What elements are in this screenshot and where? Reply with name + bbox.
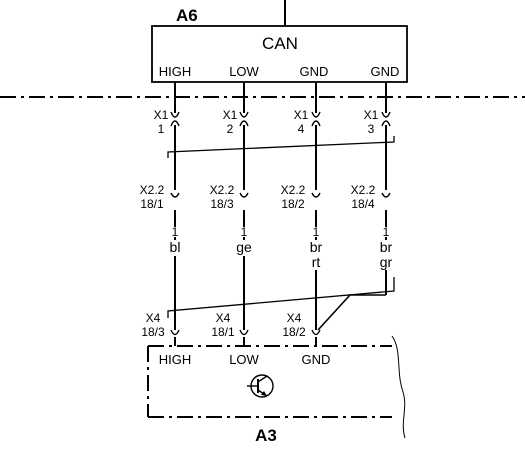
x1-number-3: 4	[298, 122, 305, 136]
x1-name-4: X1	[364, 108, 379, 122]
x22-number-3: 18/2	[281, 197, 305, 211]
x22-end-1: 1	[172, 225, 179, 239]
x22-name-2: X2.2	[210, 183, 235, 197]
x1-terminal-1	[170, 111, 180, 127]
x1-number-2: 2	[227, 122, 234, 136]
module-a6-box	[151, 25, 408, 83]
module-a3-box	[147, 335, 406, 439]
wire-color-gnd1-a: br	[310, 239, 323, 255]
x4-name-1: X4	[146, 311, 161, 325]
x1-number-1: 1	[158, 122, 165, 136]
wire-color-gnd1-b: rt	[312, 254, 321, 270]
wire-color-gnd2-a: br	[380, 239, 393, 255]
x22-end-4: 1	[383, 225, 390, 239]
a6-pin-high: HIGH	[159, 64, 192, 79]
x22-number-1: 18/1	[140, 197, 164, 211]
x1-number-4: 3	[368, 122, 375, 136]
a3-pin-gnd: GND	[302, 352, 331, 367]
x22-number-4: 18/4	[351, 197, 375, 211]
module-a3-label: A3	[255, 426, 277, 445]
x4-name-3: X4	[287, 311, 302, 325]
x4-terminal-3	[311, 329, 321, 336]
harness-marker-2	[167, 277, 395, 318]
x22-terminal-2	[239, 192, 249, 198]
x22-number-2: 18/3	[210, 197, 234, 211]
x22-name-1: X2.2	[140, 183, 165, 197]
wire-color-high: bl	[170, 239, 181, 255]
x1-terminal-3	[381, 111, 391, 127]
x1-name-3: X1	[294, 108, 309, 122]
x22-terminal-3	[311, 192, 321, 198]
connector-x4: X4 18/3 X4 18/1 X4 18/2	[141, 311, 321, 346]
x1-terminal-2	[239, 111, 249, 127]
x1-terminal-4	[311, 111, 321, 127]
wire-color-labels: bl ge br rt br gr	[165, 239, 396, 270]
x4-terminal-2	[239, 329, 249, 336]
wire-color-low: ge	[236, 239, 252, 255]
connector-x1: X1 1 X1 2 X1 4 X1 3	[154, 108, 391, 136]
x1-name-2: X1	[223, 108, 238, 122]
connector-x22: X2.2 18/1 X2.2 18/3 X2.2 18/2 X2.2 18/4 …	[140, 183, 391, 239]
x22-name-4: X2.2	[351, 183, 376, 197]
harness-marker-1	[167, 136, 395, 158]
x22-end-3: 1	[313, 225, 320, 239]
module-a6-label: A6	[176, 6, 198, 25]
x4-number-3: 18/2	[282, 325, 306, 339]
a3-pin-low: LOW	[229, 352, 259, 367]
wire-color-gnd2-b: gr	[380, 254, 393, 270]
x4-terminal-1	[170, 329, 180, 336]
x22-name-3: X2.2	[281, 183, 306, 197]
x4-number-1: 18/3	[141, 325, 165, 339]
a3-pin-high: HIGH	[159, 352, 192, 367]
x4-number-2: 18/1	[211, 325, 235, 339]
can-block-label: CAN	[262, 34, 298, 53]
a6-pin-gnd-1: GND	[300, 64, 329, 79]
x22-terminal-1	[170, 192, 180, 198]
transistor-icon	[247, 374, 274, 398]
x1-name-1: X1	[154, 108, 169, 122]
x22-end-2: 1	[241, 225, 248, 239]
a6-pin-gnd-2: GND	[371, 64, 400, 79]
x22-terminal-4	[381, 192, 391, 198]
x4-name-2: X4	[216, 311, 231, 325]
a6-pin-low: LOW	[229, 64, 259, 79]
